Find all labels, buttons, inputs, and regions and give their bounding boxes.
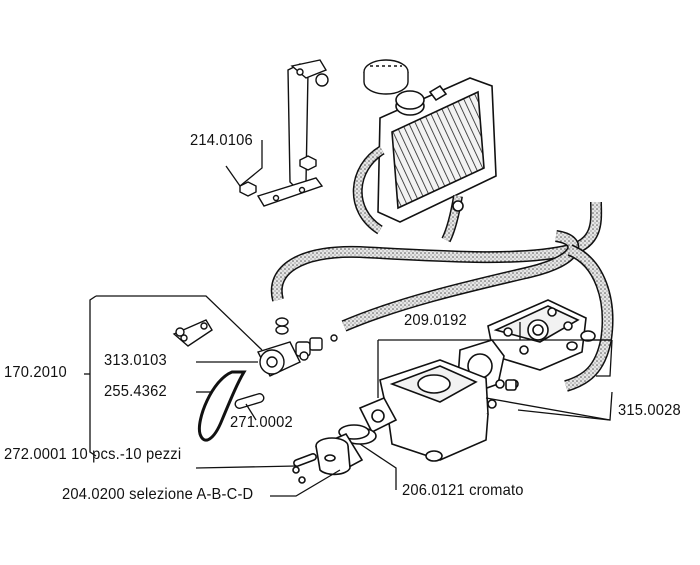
- coolant-hoses: [270, 201, 614, 392]
- radiator-cap: [363, 59, 409, 95]
- cylinder-kit: [358, 339, 519, 462]
- part-label-204-0200: 204.0200 selezione A-B-C-D: [62, 486, 254, 503]
- part-label-271-0002: 271.0002: [230, 414, 293, 431]
- water-pump-parts: [172, 317, 338, 442]
- part-label-214-0106: 214.0106: [190, 132, 253, 149]
- cylinder-head: [487, 299, 596, 371]
- part-label-209-0192: 209.0192: [404, 312, 467, 329]
- part-label-313-0103: 313.0103: [104, 352, 167, 369]
- part-label-272-0001: 272.0001 10 pcs.-10 pezzi: [4, 446, 182, 463]
- part-label-170-2010: 170.2010: [4, 364, 67, 381]
- leader-lines: [84, 140, 613, 497]
- part-label-315-0028: 315.0028: [618, 402, 681, 419]
- radiator: [352, 77, 497, 243]
- piston-kit: [292, 424, 377, 484]
- part-label-255-4362: 255.4362: [104, 383, 167, 400]
- mounting-bracket: [239, 59, 329, 207]
- part-label-206-0121: 206.0121 cromato: [402, 482, 524, 499]
